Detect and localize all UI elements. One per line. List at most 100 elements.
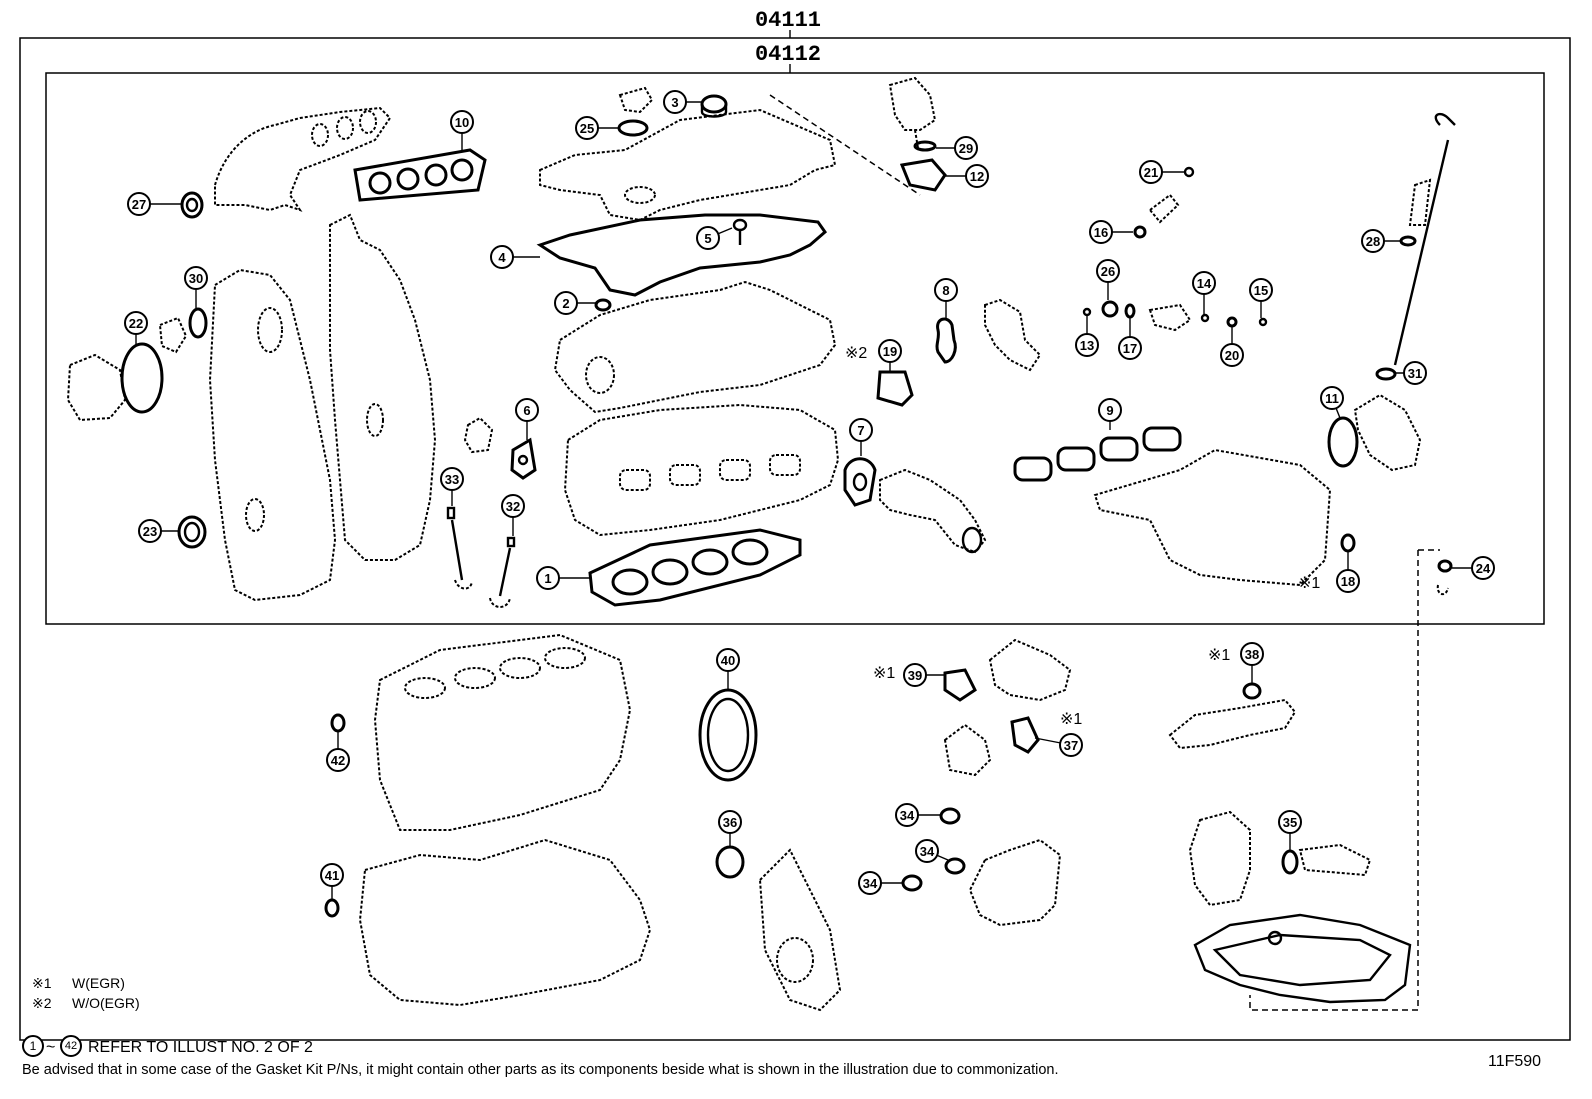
stiffening-crankcase xyxy=(358,838,652,1007)
callout-circle-c36 xyxy=(718,810,742,834)
gasket-25 xyxy=(617,119,649,137)
callout-circle-c2 xyxy=(554,291,578,315)
cylinder-head-gasket-1 xyxy=(588,528,802,607)
throttle-body xyxy=(1353,393,1422,472)
rear-oil-seal-40 xyxy=(698,688,758,782)
callout-c2: 2 xyxy=(554,291,578,315)
callout-number-c23: 23 xyxy=(143,524,157,539)
callout-c9: 9 xyxy=(1098,398,1122,422)
commonization-note: Be advised that in some case of the Gask… xyxy=(22,1062,1058,1078)
callout-circle-c32 xyxy=(501,494,525,518)
callout-circle-c42 xyxy=(326,748,350,772)
callout-number-c25: 25 xyxy=(580,121,594,136)
legend-text-2: W/O(EGR) xyxy=(72,995,140,1011)
gasket-12 xyxy=(899,158,947,192)
callout-c4: 4 xyxy=(490,245,514,269)
callout-c29: 29 xyxy=(954,136,978,160)
bracket-30 xyxy=(158,307,208,354)
callout-number-c34b: 34 xyxy=(920,844,935,859)
callout-circle-c28 xyxy=(1361,229,1385,253)
callout-c30: 30 xyxy=(184,266,208,290)
callout-number-c1: 1 xyxy=(544,571,551,586)
plug-tube-gasket-5 xyxy=(732,218,748,245)
callout-number-c13: 13 xyxy=(1080,338,1094,353)
ref-start-number: 1 xyxy=(30,1039,37,1053)
callout-circle-c40 xyxy=(716,648,740,672)
callout-c18: 18 xyxy=(1336,569,1360,593)
o-rings-34 xyxy=(901,807,966,892)
egr-valve-group xyxy=(943,638,1072,777)
gasket-36 xyxy=(715,845,745,879)
kit-outer-label: 04111 xyxy=(755,8,821,33)
callout-circle-c15 xyxy=(1249,278,1273,302)
callout-c34c: 34 xyxy=(858,871,882,895)
callout-number-c14: 14 xyxy=(1197,276,1212,291)
gasket-8 xyxy=(935,317,957,364)
callout-circle-c18 xyxy=(1336,569,1360,593)
mark-18: ※1 xyxy=(1298,575,1320,592)
oil-pipe xyxy=(1298,843,1372,877)
callout-number-c19: 19 xyxy=(883,344,897,359)
callout-number-c17: 17 xyxy=(1123,341,1137,356)
callout-number-c8: 8 xyxy=(942,283,949,298)
callout-c21: 21 xyxy=(1139,160,1163,184)
water-pump-cover xyxy=(66,353,127,422)
callout-c13: 13 xyxy=(1075,333,1099,357)
oil-pan xyxy=(1193,913,1412,1004)
gasket-38 xyxy=(1242,682,1262,700)
dashed-link-oil-pan-to-gasket24 xyxy=(1249,550,1419,1011)
o-ring-35 xyxy=(1281,849,1299,875)
callout-circle-c26 xyxy=(1096,259,1120,283)
callout-circle-c21 xyxy=(1139,160,1163,184)
legend-text-1: W(EGR) xyxy=(72,975,125,991)
callout-c24: 24 xyxy=(1471,556,1495,580)
footer-reference: 1 ~ 42 REFER TO ILLUST NO. 2 OF 2 xyxy=(22,1035,313,1057)
callout-c3: 3 xyxy=(663,90,687,114)
callout-c35: 35 xyxy=(1278,810,1302,834)
kit-inner-label: 04112 xyxy=(755,42,821,67)
drain-plug-gasket-24 xyxy=(1436,559,1453,596)
callout-circle-c23 xyxy=(138,519,162,543)
callout-number-c41: 41 xyxy=(325,868,339,883)
legend-mark-2: ※2 xyxy=(32,995,52,1011)
callout-number-c22: 22 xyxy=(129,316,143,331)
gasket-19 xyxy=(876,370,914,407)
callout-c34b: 34 xyxy=(915,839,939,863)
callout-number-c11: 11 xyxy=(1325,391,1339,406)
oil-filler-cap-gasket-3 xyxy=(700,94,728,118)
callout-number-c26: 26 xyxy=(1101,264,1115,279)
o-ring-22 xyxy=(120,342,164,414)
callout-c42: 42 xyxy=(326,748,350,772)
callout-circle-c12 xyxy=(965,164,989,188)
callout-circle-c19 xyxy=(878,339,902,363)
camshaft-housing xyxy=(553,280,837,414)
callout-circle-c16 xyxy=(1089,220,1113,244)
valve-32 xyxy=(489,536,516,608)
callout-number-c21: 21 xyxy=(1144,165,1158,180)
callout-circle-c22 xyxy=(124,311,148,335)
callout-circle-c13 xyxy=(1075,333,1099,357)
exhaust-manifold-heat-insulator xyxy=(214,106,392,212)
callout-c14: 14 xyxy=(1192,271,1216,295)
callout-number-c37: 37 xyxy=(1064,738,1078,753)
callout-c8: 8 xyxy=(934,278,958,302)
callout-number-c29: 29 xyxy=(959,141,973,156)
callout-c33: 33 xyxy=(440,467,464,491)
callout-number-c35: 35 xyxy=(1283,815,1297,830)
callout-c27: 27 xyxy=(127,192,151,216)
callout-c25: 25 xyxy=(575,116,599,140)
callout-number-c16: 16 xyxy=(1094,225,1108,240)
outer-kit-frame xyxy=(19,37,1571,1041)
exhaust-manifold-gasket xyxy=(353,148,487,202)
plug-gasket-41 xyxy=(324,898,340,918)
legend-mark-1: ※1 xyxy=(32,975,52,991)
callout-number-c40: 40 xyxy=(721,653,735,668)
callout-c12: 12 xyxy=(965,164,989,188)
oil-filter-bracket xyxy=(968,838,1062,927)
egr-cooler xyxy=(1168,698,1297,750)
callout-number-c32: 32 xyxy=(506,499,520,514)
callout-number-c20: 20 xyxy=(1225,348,1239,363)
mark-37: ※1 xyxy=(1060,711,1082,728)
callout-c38: 38 xyxy=(1240,642,1264,666)
